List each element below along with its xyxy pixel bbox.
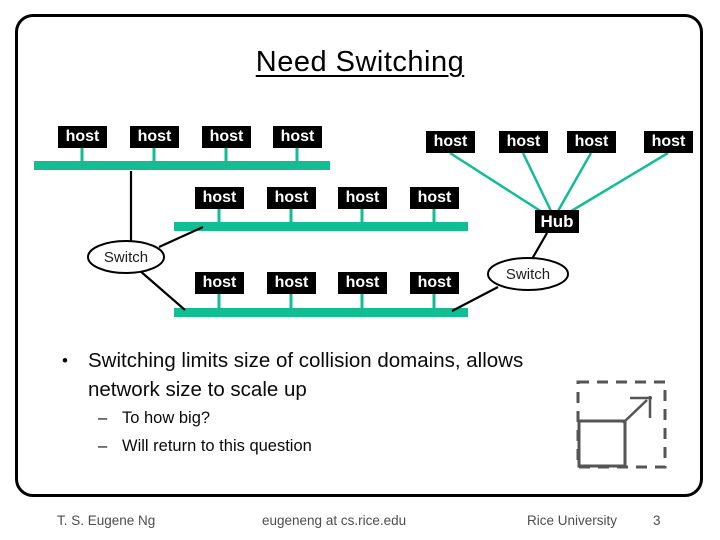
sub-bullet-list: – To how big? – Will return to this ques… bbox=[98, 404, 312, 460]
footer-institution: Rice University bbox=[527, 513, 618, 528]
switch-label-left: Switch bbox=[103, 249, 149, 266]
host-label: host bbox=[426, 131, 475, 153]
sub-bullet-text-1: To how big? bbox=[122, 409, 211, 427]
host-label: host bbox=[410, 187, 459, 209]
sub-bullet-text-2: Will return to this question bbox=[122, 437, 312, 455]
host-connectors-bottom bbox=[217, 294, 436, 309]
switch-label-right: Switch bbox=[505, 266, 551, 283]
dash-glyph: – bbox=[98, 437, 108, 455]
main-bullet-line-2: network size to scale up bbox=[88, 378, 307, 401]
host-label: host bbox=[195, 272, 244, 294]
bullet-glyph: • bbox=[62, 351, 68, 370]
host-connectors-middle bbox=[217, 209, 436, 223]
host-label: host bbox=[58, 126, 107, 148]
slide-footer: T. S. Eugene Ng eugeneng at cs.rice.edu … bbox=[0, 511, 720, 535]
hub-label: Hub bbox=[535, 210, 579, 233]
host-label: host bbox=[202, 126, 251, 148]
host-label: host bbox=[267, 272, 316, 294]
bus-segment-middle bbox=[174, 222, 468, 231]
main-bullet-line-1: Switching limits size of collision domai… bbox=[88, 349, 524, 372]
host-label: host bbox=[195, 187, 244, 209]
footer-author: T. S. Eugene Ng bbox=[57, 513, 156, 528]
scale-up-icon bbox=[576, 380, 667, 469]
slide-border bbox=[15, 14, 703, 497]
host-label: host bbox=[273, 126, 322, 148]
host-connectors-top-left bbox=[80, 148, 299, 162]
page-title: Need Switching bbox=[255, 46, 465, 78]
sub-bullet-item: – To how big? bbox=[98, 404, 312, 432]
host-label: host bbox=[267, 187, 316, 209]
scale-up-arrow-shaft bbox=[622, 399, 648, 424]
host-label: host bbox=[499, 131, 548, 153]
bus-segment-bottom bbox=[174, 308, 468, 317]
dash-glyph: – bbox=[98, 409, 108, 427]
scale-up-small-square bbox=[577, 419, 627, 468]
host-label: host bbox=[338, 272, 387, 294]
footer-page-number: 3 bbox=[653, 513, 661, 528]
host-label: host bbox=[130, 126, 179, 148]
bus-segment-top-left bbox=[34, 161, 330, 170]
switch-ellipse-left bbox=[87, 240, 165, 274]
main-bullet: • Switching limits size of collision dom… bbox=[62, 346, 642, 404]
host-label: host bbox=[644, 131, 693, 153]
main-bullet-text: Switching limits size of collision domai… bbox=[88, 346, 523, 404]
sub-bullet-item: – Will return to this question bbox=[98, 432, 312, 460]
host-label: host bbox=[410, 272, 459, 294]
switch-links bbox=[129, 171, 548, 312]
switch-ellipse-right bbox=[487, 257, 569, 291]
host-label: host bbox=[338, 187, 387, 209]
hub-star-links bbox=[449, 151, 669, 215]
footer-email: eugeneng at cs.rice.edu bbox=[262, 513, 407, 528]
host-label: host bbox=[567, 131, 616, 153]
